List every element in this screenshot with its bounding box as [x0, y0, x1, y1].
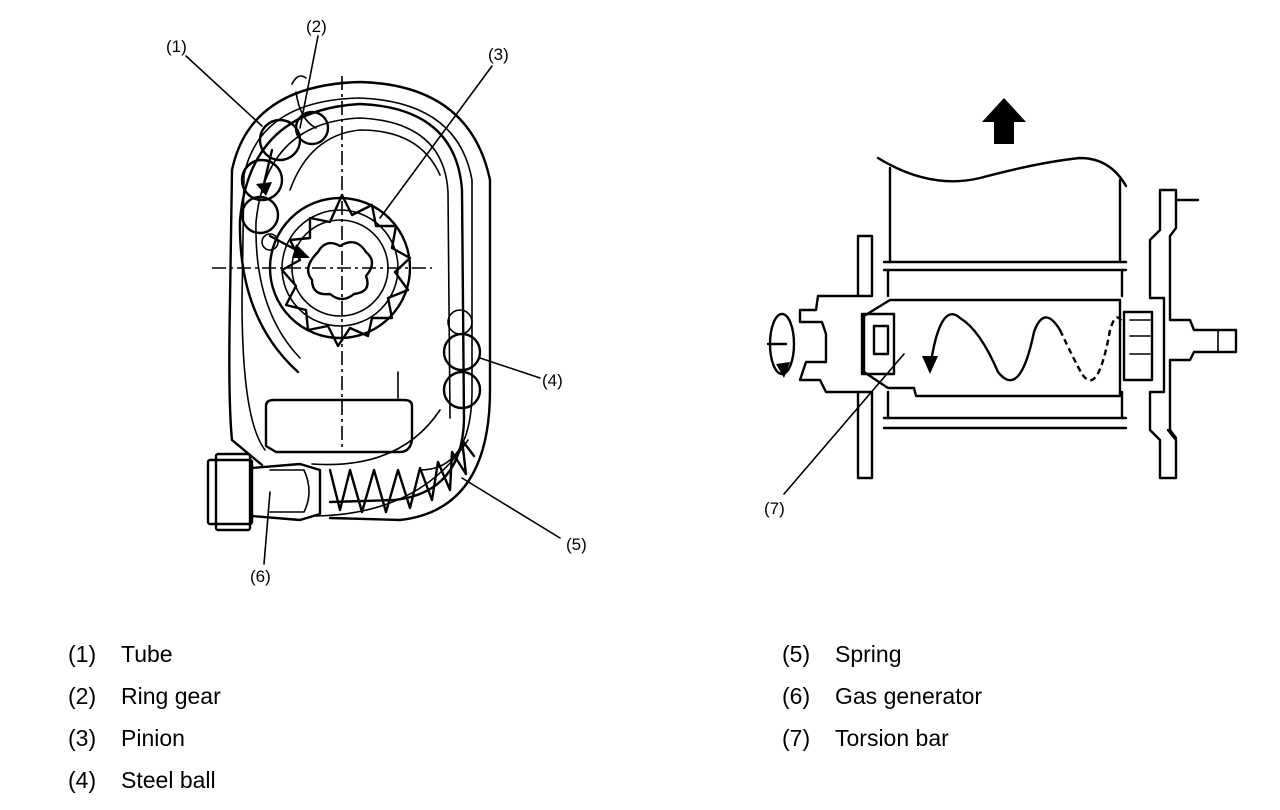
legend-number: (7) — [782, 725, 811, 751]
leader-line-7 — [783, 353, 905, 495]
pinion — [268, 193, 412, 348]
legend-label: Gas generator — [835, 683, 983, 709]
legend-label: Spring — [835, 641, 902, 667]
leader-line-6 — [263, 491, 271, 565]
spring — [328, 438, 476, 514]
callout-7: (7) — [764, 499, 785, 518]
legend-number: (2) — [68, 683, 97, 709]
leader-line-5 — [461, 477, 561, 539]
leader-lines — [185, 35, 905, 565]
callout-5: (5) — [566, 535, 587, 554]
legend-label: Steel ball — [121, 767, 216, 793]
tube-inner-wall — [255, 117, 451, 419]
legend-number: (3) — [68, 725, 97, 751]
callout-2: (2) — [306, 17, 327, 36]
callout-1: (1) — [166, 37, 187, 56]
legend-number: (4) — [68, 767, 97, 793]
legend-number: (1) — [68, 641, 97, 667]
leader-line-1 — [185, 55, 263, 127]
pretensioner-diagram: (1) (2) (3) (4) (5) (6) (7) — [166, 17, 1238, 586]
torsion-bar — [862, 298, 1122, 398]
legend-item: (5) Spring — [782, 636, 1202, 678]
steel-ball — [442, 370, 482, 410]
legend-item: (4) Steel ball — [68, 762, 488, 804]
torsion-wave — [928, 313, 1062, 382]
steel-ball — [294, 110, 330, 146]
legend-left: (1) Tube (2) Ring gear (3) Pinion (4) St… — [68, 636, 488, 804]
housing-inner — [241, 97, 473, 471]
shaft-left — [798, 294, 860, 394]
spool — [882, 260, 1128, 430]
leader-line-4 — [479, 357, 541, 379]
legend-item: (7) Torsion bar — [782, 720, 1202, 762]
steel-ball — [261, 233, 279, 251]
retractor-pretensioner-view — [206, 75, 492, 532]
webbing — [876, 156, 1128, 188]
gas-generator — [206, 452, 322, 532]
legend-label: Tube — [121, 641, 173, 667]
steel-ball — [447, 309, 473, 335]
legend-item: (6) Gas generator — [782, 678, 1202, 720]
legend-item: (2) Ring gear — [68, 678, 488, 720]
steel-ball — [240, 195, 280, 235]
legend-label: Torsion bar — [835, 725, 949, 751]
legend-item: (3) Pinion — [68, 720, 488, 762]
torsion-bar-view — [766, 98, 1238, 480]
flange-right — [1148, 188, 1200, 480]
steel-ball — [240, 158, 284, 202]
legend-label: Ring gear — [121, 683, 221, 709]
pull-direction-arrow — [982, 98, 1026, 144]
legend-label: Pinion — [121, 725, 185, 751]
callout-4: (4) — [542, 371, 563, 390]
ring-gear-arc — [289, 129, 441, 191]
callout-3: (3) — [488, 45, 509, 64]
callout-6: (6) — [250, 567, 271, 586]
piston-block — [264, 398, 414, 454]
housing-outer — [228, 80, 492, 522]
legend-item: (1) Tube — [68, 636, 488, 678]
leader-line-3 — [379, 65, 493, 219]
legend-number: (5) — [782, 641, 811, 667]
legend-right: (5) Spring (6) Gas generator (7) Torsion… — [782, 636, 1202, 762]
leader-line-2 — [299, 35, 319, 129]
legend-number: (6) — [782, 683, 811, 709]
